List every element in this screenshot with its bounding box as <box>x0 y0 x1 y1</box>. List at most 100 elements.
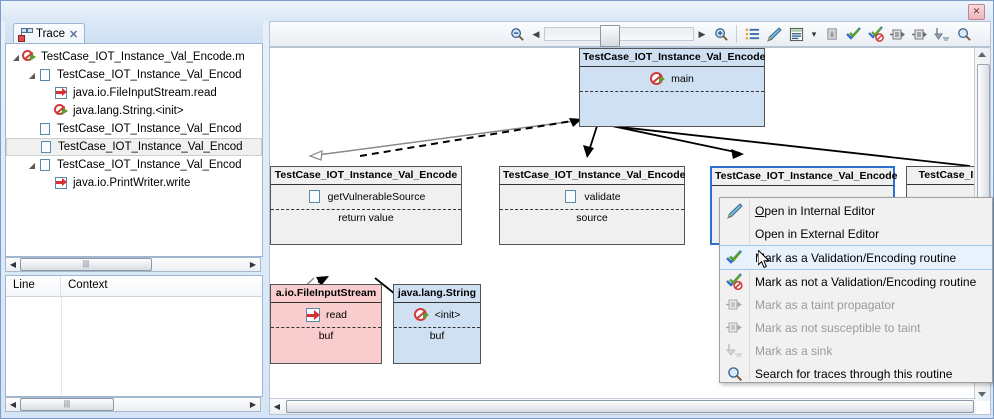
node-footer: buf <box>429 330 445 342</box>
taint-propagator-icon[interactable] <box>887 24 909 44</box>
left-panel: Trace ✕ ◢ TestCase_IOT_Instance_Val_Encod… <box>5 21 263 415</box>
noentry-icon <box>413 308 430 322</box>
canvas-hscroll-left-arrow[interactable]: ◀ <box>273 402 281 411</box>
open-editor-pencil-icon[interactable] <box>763 24 785 44</box>
context-menu-item[interactable]: Mark as not a Validation/Encoding routin… <box>720 270 992 293</box>
table-hscroll-left-arrow[interactable]: ◀ <box>9 400 17 409</box>
properties-icon[interactable] <box>741 24 763 44</box>
node-method-label: getVulnerableSource <box>327 191 426 203</box>
tab-trace[interactable]: Trace ✕ <box>13 23 86 44</box>
method-square-icon <box>39 140 55 154</box>
context-menu-item[interactable]: Open in External Editor <box>720 222 992 245</box>
tree-twisty[interactable]: ◢ <box>12 52 20 62</box>
search-icon[interactable] <box>953 24 975 44</box>
method-square-icon <box>563 190 579 204</box>
tree-item-label: java.lang.String.<init> <box>73 105 184 117</box>
node-method-row[interactable]: validate <box>500 185 684 210</box>
node-footer: buf <box>318 330 334 342</box>
tab-close-icon[interactable]: ✕ <box>68 28 79 41</box>
method-square-icon <box>307 190 323 204</box>
tree-hscroll-left-arrow[interactable]: ◀ <box>9 260 17 269</box>
node-title: TestCase_I <box>907 167 985 185</box>
column-header-line[interactable]: Line <box>6 276 61 296</box>
node-footer: return value <box>338 212 394 224</box>
node-method-row[interactable]: <init> <box>394 303 480 328</box>
tab-trace-label: Trace <box>36 28 65 40</box>
zoom-slider-track[interactable] <box>544 25 694 47</box>
node-method-row[interactable]: getVulnerableSource <box>271 185 461 210</box>
window-titlebar: ✕ <box>1 1 993 21</box>
dropdown-chevron-icon[interactable]: ▾ <box>811 28 817 39</box>
trace-tree[interactable]: ◢TestCase_IOT_Instance_Val_Encode.m◢Test… <box>5 43 263 257</box>
tree-item[interactable]: TestCase_IOT_Instance_Val_Encod <box>6 138 262 156</box>
context-menu-item[interactable]: Search for traces through this routine <box>720 362 992 385</box>
add-filter-icon[interactable] <box>821 24 843 44</box>
canvas-scroll-up-arrow[interactable] <box>978 52 986 57</box>
node-method-row[interactable]: read <box>271 303 381 328</box>
node-method-row[interactable]: main <box>580 67 764 92</box>
context-menu-item-label: Mark as a taint propagator <box>755 297 896 312</box>
tree-hscroll-thumb[interactable]: ||| <box>20 258 152 271</box>
tree-hscrollbar[interactable]: ◀ ||| ▶ <box>5 257 261 272</box>
table-column-divider <box>61 297 62 395</box>
noentry-icon <box>54 104 70 118</box>
unmark-validation-icon[interactable] <box>865 24 887 44</box>
mouse-cursor <box>758 250 770 269</box>
method-square-icon <box>38 68 54 82</box>
mark-validation-icon[interactable] <box>843 24 865 44</box>
tree-item-label: TestCase_IOT_Instance_Val_Encod <box>58 141 243 153</box>
tree-item[interactable]: ◢ TestCase_IOT_Instance_Val_Encod <box>6 156 262 174</box>
tree-hscroll-right-arrow[interactable]: ▶ <box>249 260 257 269</box>
context-menu-item: Mark as a sink <box>720 339 992 362</box>
node-title: a.io.FileInputStream <box>271 285 381 303</box>
zoom-in-icon[interactable] <box>710 24 732 44</box>
context-table[interactable]: Line Context <box>5 275 263 397</box>
column-header-context[interactable]: Context <box>68 279 108 291</box>
tree-item-label: java.io.FileInputStream.read <box>73 87 217 99</box>
context-menu-item[interactable]: Open in Internal Editor <box>720 199 992 222</box>
canvas-scroll-down-arrow[interactable] <box>978 392 986 397</box>
tree-twisty[interactable]: ◢ <box>28 70 36 80</box>
canvas-hscrollbar[interactable]: ◀ <box>270 398 976 414</box>
tree-item-label: TestCase_IOT_Instance_Val_Encode.m <box>41 51 245 63</box>
not-susceptible-icon[interactable] <box>909 24 931 44</box>
table-hscrollbar[interactable]: ◀ ||| ▶ <box>5 397 261 412</box>
table-hscroll-thumb[interactable]: ||| <box>20 398 114 411</box>
node-title: TestCase_IOT_Instance_Val_Encode <box>712 168 897 186</box>
tree-item[interactable]: java.io.FileInputStream.read <box>6 84 262 102</box>
node-footer: source <box>576 212 608 224</box>
noentry-icon <box>650 72 666 86</box>
tree-item[interactable]: java.lang.String.<init> <box>6 102 262 120</box>
table-hscroll-right-arrow[interactable]: ▶ <box>249 400 257 409</box>
red-arrow-icon <box>54 86 70 100</box>
zoom-slider-left-arrow[interactable]: ◀ <box>532 28 540 39</box>
context-menu-gutter <box>720 198 750 382</box>
zoom-slider[interactable]: ◀ ▶ <box>528 24 710 47</box>
tree-item-label: TestCase_IOT_Instance_Val_Encod <box>57 123 242 135</box>
red-arrow-icon <box>305 308 321 322</box>
canvas-hscroll-thumb[interactable] <box>286 400 974 413</box>
tree-item[interactable]: ◢ TestCase_IOT_Instance_Val_Encode.m <box>6 48 262 66</box>
tree-item[interactable]: java.io.PrintWriter.write <box>6 174 262 192</box>
tree-twisty[interactable]: ◢ <box>28 160 36 170</box>
zoom-slider-thumb[interactable] <box>600 25 620 47</box>
zoom-slider-right-arrow[interactable]: ▶ <box>698 28 706 39</box>
tree-item[interactable]: TestCase_IOT_Instance_Val_Encod <box>6 120 262 138</box>
context-table-header: Line Context <box>6 276 262 297</box>
method-square-icon <box>38 122 54 136</box>
notes-icon[interactable] <box>785 24 807 44</box>
magnifier-icon <box>720 366 749 382</box>
tree-item-label: TestCase_IOT_Instance_Val_Encod <box>57 159 242 171</box>
diagram-node[interactable]: java.lang.String<init>buf <box>393 284 481 364</box>
zoom-out-icon[interactable] <box>506 24 528 44</box>
tree-item-label: java.io.PrintWriter.write <box>73 177 191 189</box>
window-close-button[interactable]: ✕ <box>968 4 985 20</box>
mark-sink-icon[interactable] <box>931 24 953 44</box>
tree-item[interactable]: ◢TestCase_IOT_Instance_Val_Encod <box>6 66 262 84</box>
